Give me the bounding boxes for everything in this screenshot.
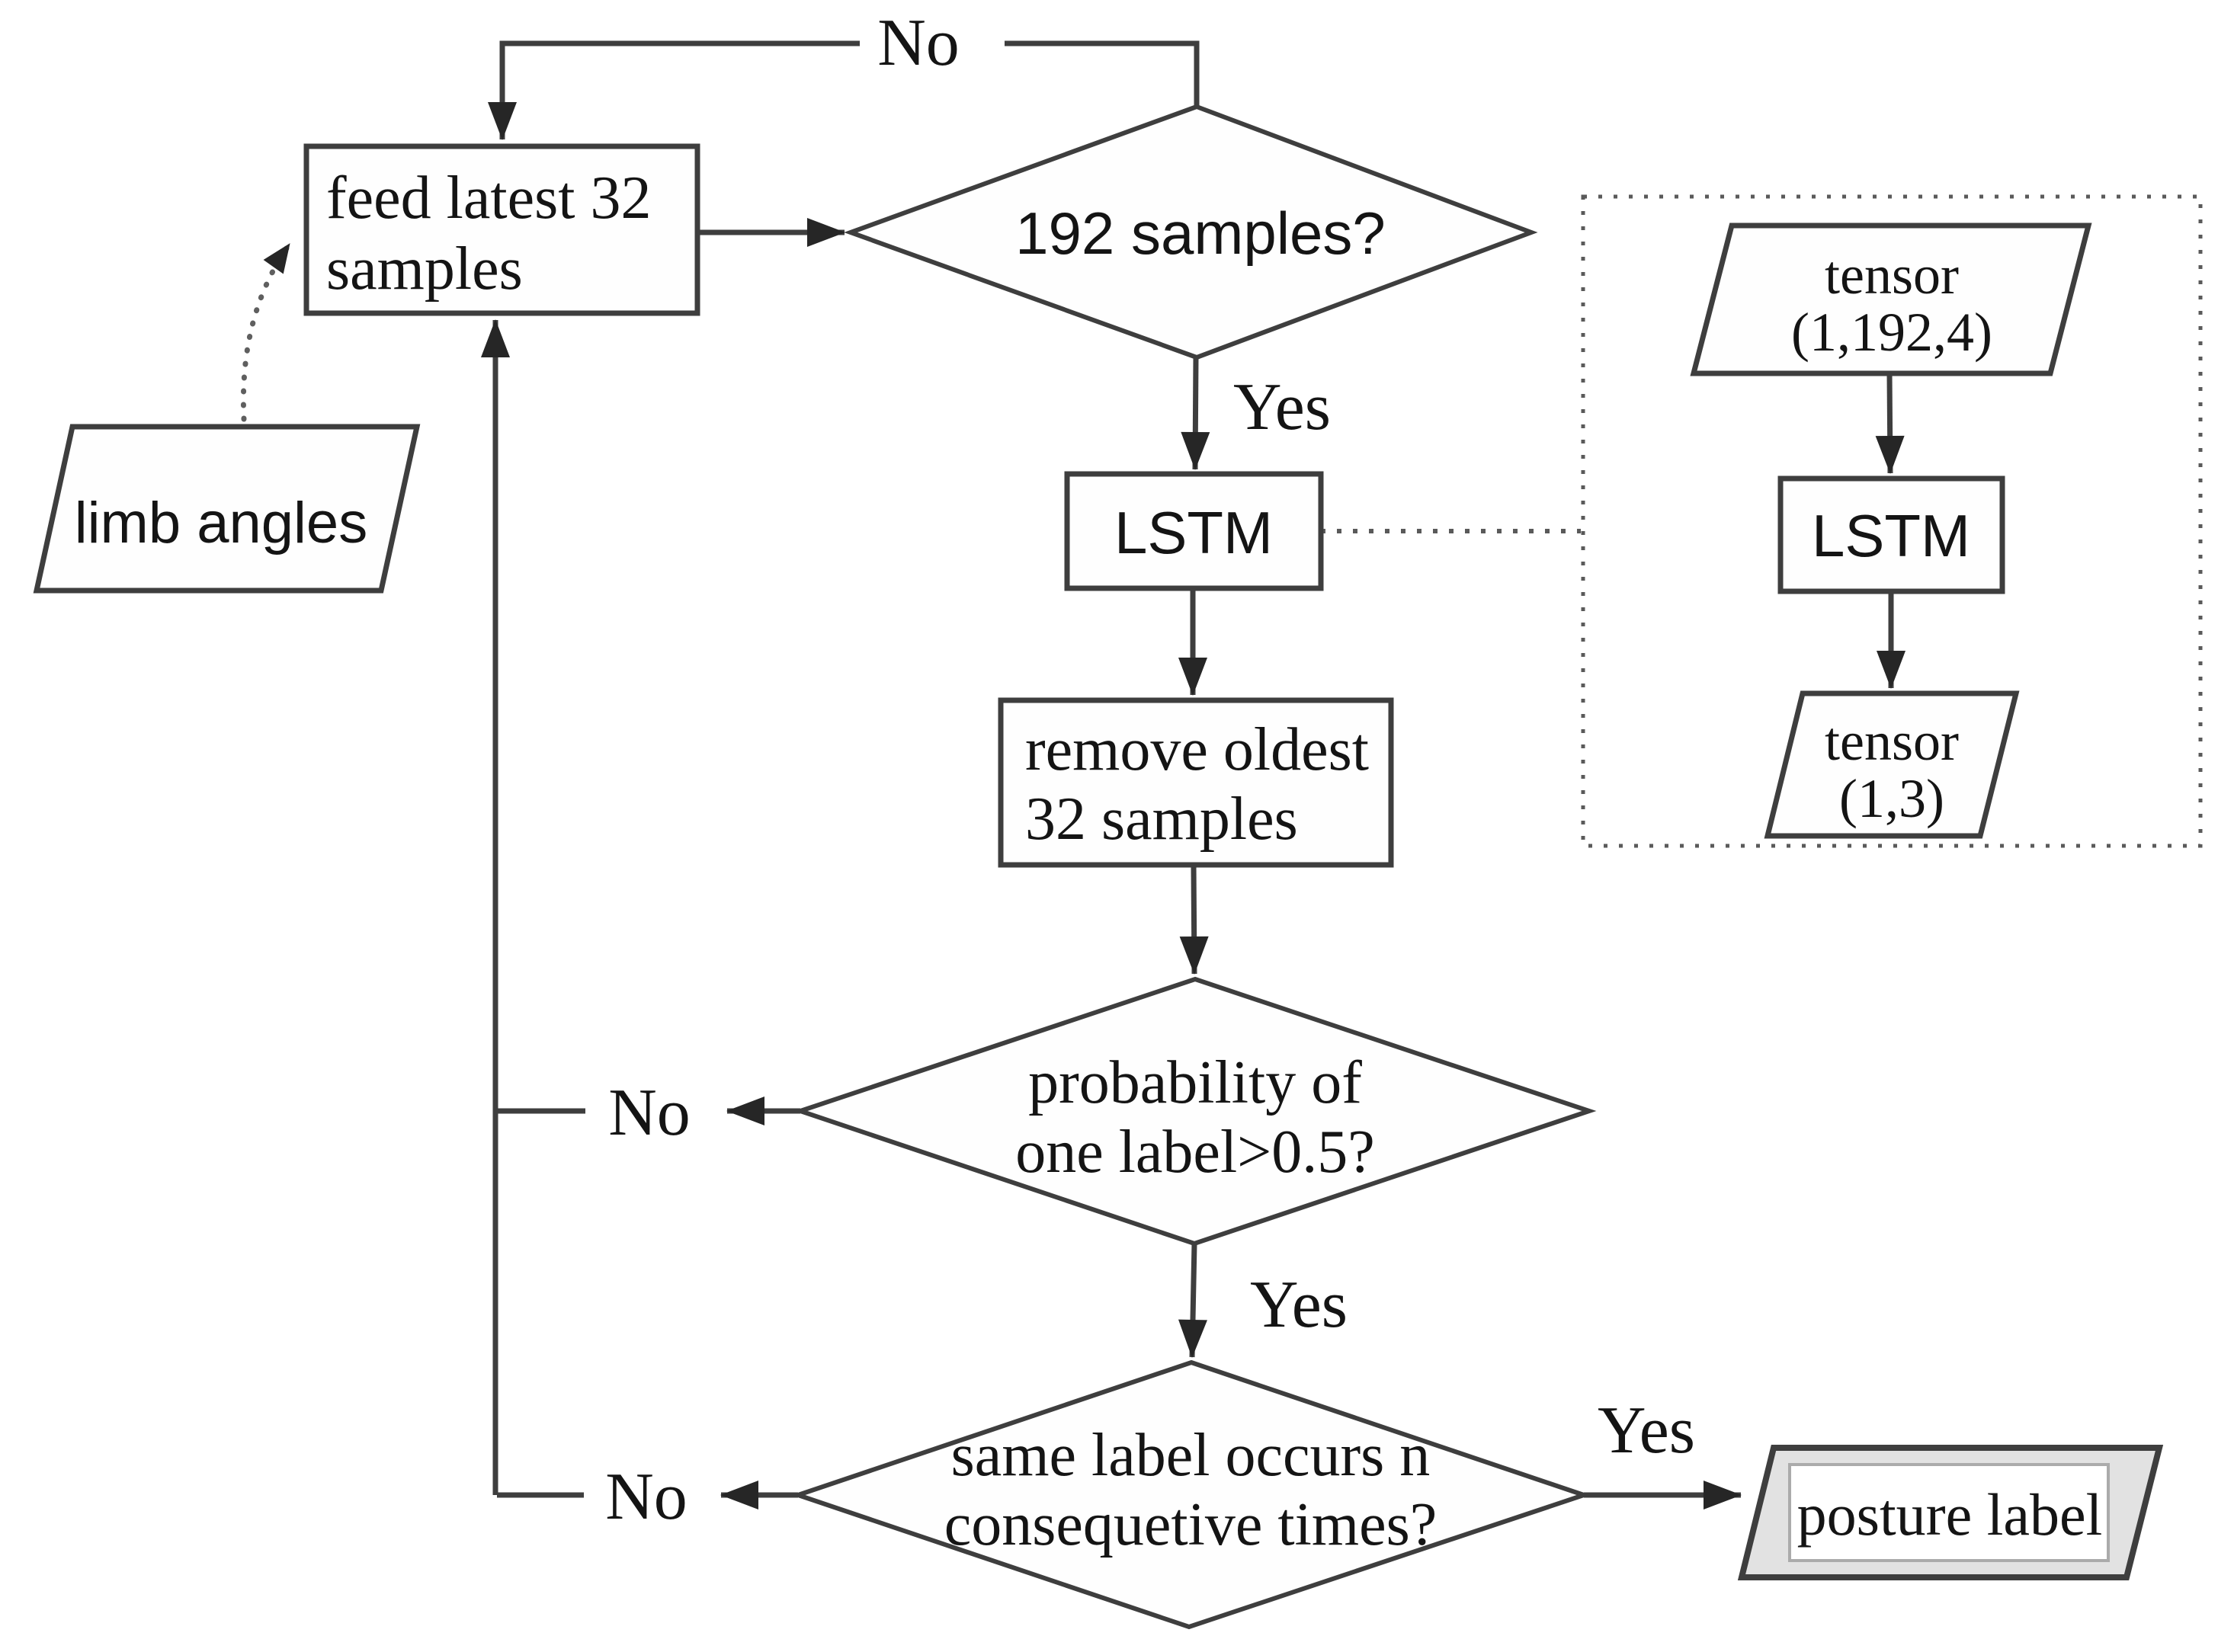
same-label-label-line1: same label occurs n	[951, 1422, 1431, 1489]
tensor-output-label-line2: (1,3)	[1839, 768, 1944, 829]
probability-diamond	[793, 976, 1597, 1247]
samples-192-label: 192 samples?	[1015, 200, 1386, 267]
remove-oldest-label-line1: remove oldest	[1025, 716, 1369, 783]
feed-latest-label-line1: feed latest 32	[326, 165, 651, 232]
lstm-main-box	[1064, 471, 1324, 591]
edge-192-no-return-right	[1005, 40, 1200, 108]
remove-oldest-label-line2: 32 samples	[1025, 786, 1298, 853]
edge-192-yes-to-lstm	[1181, 357, 1210, 470]
same-label-diamond	[790, 1359, 1591, 1630]
limb-angles-parallelogram	[33, 424, 421, 594]
lstm-main-label: LSTM	[1114, 499, 1273, 566]
tensor-output-parallelogram	[1764, 690, 2020, 839]
lstm-detail-box	[1777, 475, 2005, 594]
lstm-detail-panel-dotted-box	[1581, 194, 2203, 848]
probability-label-line2: one label>0.5?	[1015, 1119, 1375, 1186]
label-no-same-label: No	[605, 1460, 688, 1534]
edge-tensorin-to-lstmdetail	[1875, 373, 1905, 474]
limb-angles-label: limb angles	[75, 491, 367, 555]
same-label-label-line2: consequetive times?	[944, 1491, 1437, 1558]
tensor-output-label-line1: tensor	[1825, 711, 1959, 772]
tensor-input-label-line1: tensor	[1825, 245, 1959, 306]
probability-label-line1: probability of	[1028, 1049, 1362, 1116]
remove-oldest-box	[998, 697, 1394, 868]
label-yes-192: Yes	[1233, 370, 1331, 444]
edge-limb-angles-to-feed-dotted	[240, 241, 293, 422]
label-no-192: No	[877, 6, 960, 80]
edge-probability-yes-to-same	[1178, 1243, 1207, 1358]
tensor-input-parallelogram	[1690, 223, 2092, 376]
label-yes-same-label: Yes	[1598, 1394, 1695, 1468]
samples-192-diamond	[844, 104, 1538, 360]
feed-latest-label-line2: samples	[326, 235, 523, 303]
label-yes-probability: Yes	[1250, 1268, 1348, 1342]
feed-latest-box	[303, 143, 700, 316]
label-no-probability: No	[608, 1076, 691, 1150]
lstm-detail-label: LSTM	[1812, 502, 1970, 569]
tensor-input-label-line2: (1,192,4)	[1791, 302, 1992, 363]
edge-192-no-return-left	[488, 40, 860, 140]
posture-label-text: posture label	[1797, 1481, 2103, 1548]
posture-label-inner-box	[1788, 1463, 2110, 1562]
